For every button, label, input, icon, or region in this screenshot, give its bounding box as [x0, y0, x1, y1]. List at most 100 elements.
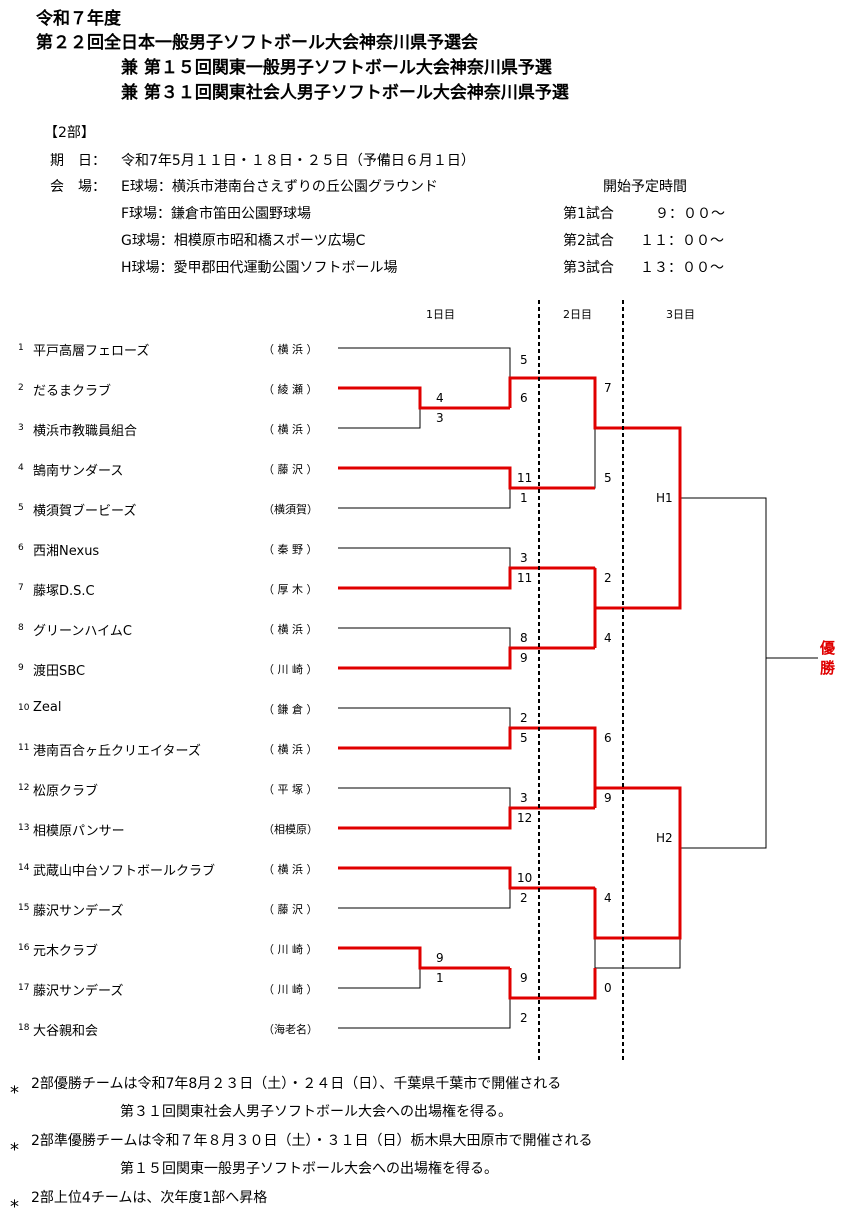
team-prefecture: （ 横 浜 ）: [263, 863, 318, 876]
team-name: 西湘Nexus: [33, 544, 100, 559]
score-s1-bot: 5: [604, 471, 612, 485]
team-name: 渡田SBC: [33, 664, 86, 679]
champion-label-1: 優: [820, 639, 836, 657]
team-name: 藤沢サンデーズ: [33, 904, 124, 919]
team-number: 9: [18, 663, 24, 673]
score-q6-top: 3: [520, 791, 528, 805]
winner-line: [338, 566, 595, 590]
team-name: 横浜市教職員組合: [33, 424, 138, 439]
team-number: 15: [18, 903, 30, 913]
team-prefecture: （ 藤 沢 ）: [263, 463, 318, 476]
semifinal-h1-label: H1: [656, 491, 673, 505]
day-2-label: 2日目: [563, 308, 592, 321]
footnote-mark-2: ⁎: [10, 1134, 19, 1155]
score-q8-bot: 2: [520, 1011, 528, 1025]
team-name: 武蔵山中台ソフトボールクラブ: [33, 864, 216, 879]
team-number: 13: [18, 823, 30, 833]
team-number: 8: [18, 623, 24, 633]
team-prefecture: （ 横 浜 ）: [263, 343, 318, 356]
team-number: 16: [18, 943, 30, 953]
day-1-label: 1日目: [426, 308, 455, 321]
schedule-time-3: １３：００～: [640, 260, 724, 276]
team-name: 鵠南サンダース: [33, 464, 124, 479]
winner-line: [338, 866, 595, 890]
team-number: 1: [18, 343, 24, 353]
team-name: 港南百合ヶ丘クリエイターズ: [33, 744, 201, 759]
score-s4-top: 4: [604, 891, 612, 905]
bracket-line: [338, 888, 511, 909]
team-prefecture: （海老名）: [263, 1023, 318, 1036]
venue-e: E球場：横浜市港南台さえずりの丘公園グラウンド: [121, 179, 438, 195]
bracket-line: [680, 658, 767, 849]
venue-g: G球場：相模原市昭和橋スポーツ広場C: [121, 233, 366, 249]
team-number: 11: [18, 743, 30, 753]
score-q7-bot: 2: [520, 891, 528, 905]
score-s2-bot: 4: [604, 631, 612, 645]
team-prefecture: （ 秦 野 ）: [263, 543, 318, 556]
footnote-1-line-2: 第３１回関東社会人男子ソフトボール大会への出場権を得る。: [120, 1104, 512, 1120]
bracket-line: [338, 347, 511, 388]
bracket-line: [595, 848, 681, 969]
team-prefecture: （ 藤 沢 ）: [263, 903, 318, 916]
score-s1-top: 7: [604, 381, 612, 395]
team-prefecture: （ 厚 木 ）: [263, 583, 318, 596]
winner-line: [593, 848, 682, 940]
header-title: 第２２回全日本一般男子ソフトボール大会神奈川県予選会: [36, 33, 478, 53]
score-s4-bot: 0: [604, 981, 612, 995]
winner-line: [508, 376, 682, 498]
footnote-3-line-1: 2部上位4チームは、次年度1部へ昇格: [31, 1190, 268, 1206]
footnote-1-line-1: 2部優勝チームは令和7年8月２３日（土）・２４日（日）、千葉県千葉市で開催される: [31, 1076, 562, 1092]
team-name: 藤塚D.S.C: [33, 584, 95, 599]
venue-f: F球場：鎌倉市笛田公園野球場: [121, 206, 312, 222]
score-q4-top: 8: [520, 631, 528, 645]
team-prefecture: （ 綾 瀬 ）: [263, 383, 318, 396]
bracket-line: [338, 627, 511, 648]
bracket-line: [680, 497, 767, 658]
footnote-mark-3: ⁎: [10, 1191, 19, 1212]
winner-line: [593, 748, 682, 848]
bracket-line: [338, 787, 511, 808]
header-year: 令和７年度: [36, 9, 121, 29]
date-label: 期 日：: [50, 153, 106, 169]
schedule-label-1: 第1試合: [563, 206, 614, 222]
team-prefecture: （ 川 崎 ）: [263, 663, 318, 676]
venue-h: H球場：愛甲郡田代運動公園ソフトボール場: [121, 260, 398, 276]
team-prefecture: （横須賀）: [263, 503, 318, 516]
team-prefecture: （ 横 浜 ）: [263, 423, 318, 436]
team-prefecture: （ 横 浜 ）: [263, 623, 318, 636]
winner-line: [338, 386, 510, 410]
score-q7-top: 10: [517, 871, 533, 885]
score-q3-bot: 11: [517, 571, 533, 585]
winner-line: [338, 726, 597, 750]
team-number: 6: [18, 543, 24, 553]
team-name: 藤沢サンデーズ: [33, 984, 124, 999]
team-prefecture: （ 横 浜 ）: [263, 743, 318, 756]
team-name: グリーンハイムC: [33, 624, 132, 639]
team-number: 18: [18, 1023, 30, 1033]
schedule-time-2: １１：００～: [640, 233, 724, 249]
team-name: Zeal: [33, 700, 62, 715]
team-number: 10: [18, 703, 30, 713]
schedule-label-2: 第2試合: [563, 233, 614, 249]
winner-line: [593, 498, 682, 610]
team-name: 松原クラブ: [33, 784, 99, 799]
winner-line: [338, 946, 510, 970]
team-number: 5: [18, 503, 24, 513]
score-r1b-top: 9: [436, 951, 444, 965]
winner-line: [508, 968, 597, 1000]
header-subtitle-2: 兼 第３１回関東社会人男子ソフトボール大会神奈川県予選: [121, 83, 569, 103]
score-s3-bot: 9: [604, 791, 612, 805]
bracket-line: [338, 488, 511, 509]
schedule-title: 開始予定時間: [603, 179, 687, 195]
team-prefecture: （ 川 崎 ）: [263, 943, 318, 956]
team-prefecture: （ 平 塚 ）: [263, 783, 318, 796]
team-name: 元木クラブ: [33, 944, 99, 959]
champion-label-2: 勝: [820, 659, 836, 677]
footnote-2-line-2: 第１５回関東一般男子ソフトボール大会への出場権を得る。: [120, 1161, 498, 1177]
team-number: 7: [18, 583, 24, 593]
team-number: 3: [18, 423, 24, 433]
score-q3-top: 3: [520, 551, 528, 565]
score-r1b-bot: 1: [436, 971, 444, 985]
winner-line: [338, 646, 595, 670]
